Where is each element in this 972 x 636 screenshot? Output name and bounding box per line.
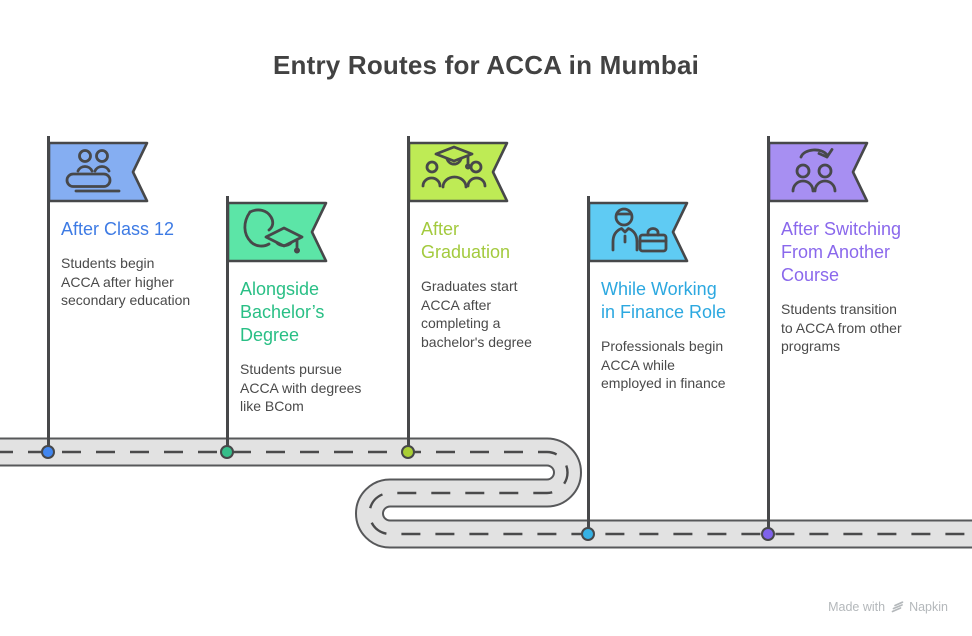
route-description: Students pursue ACCA with degrees like B… <box>240 361 362 414</box>
route-title: After Switching From Another Course <box>781 219 902 285</box>
flag-banner <box>587 201 689 263</box>
flagpole <box>46 136 50 452</box>
route-description: Students transition to ACCA from other p… <box>781 301 902 354</box>
road-center-dashes <box>0 450 972 536</box>
route-marker-dot <box>220 445 234 459</box>
professional-briefcase-icon <box>611 207 668 253</box>
flag-shape <box>587 201 689 263</box>
flag-banner <box>47 141 149 203</box>
flagpole <box>586 196 590 534</box>
route-title: While Working in Finance Role <box>601 279 727 322</box>
route-marker-dot <box>581 527 595 541</box>
flagpole <box>766 136 770 534</box>
switch-course-icon <box>791 148 837 193</box>
page-title: Entry Routes for ACCA in Mumbai <box>272 50 700 80</box>
students-class-icon <box>65 149 121 193</box>
napkin-logo-icon <box>891 601 904 613</box>
road-surface <box>0 439 972 547</box>
flag-shape <box>407 141 509 203</box>
flagpole <box>406 136 410 452</box>
flag-banner <box>407 141 509 203</box>
route-marker-dot <box>401 445 415 459</box>
flag-banner <box>767 141 869 203</box>
route-description: Graduates start ACCA after completing a … <box>421 278 532 350</box>
flagpole <box>225 196 229 452</box>
route-title: After Class 12 <box>61 219 175 239</box>
made-with-label: Made with <box>828 600 886 614</box>
napkin-brand: Napkin <box>909 600 948 614</box>
napkin-watermark: Made with Napkin <box>828 600 948 614</box>
route-title: After Graduation <box>421 219 511 262</box>
route-marker-dot <box>761 527 775 541</box>
route-marker-dot <box>41 445 55 459</box>
arm-graduation-icon <box>243 208 304 254</box>
route-title: Alongside Bachelor’s Degree <box>240 279 325 345</box>
graduation-group-icon <box>421 145 487 189</box>
route-description: Professionals begin ACCA while employed … <box>601 338 726 391</box>
route-description: Students begin ACCA after higher seconda… <box>61 255 191 308</box>
road-outline <box>0 437 972 549</box>
flag-banner <box>226 201 328 263</box>
